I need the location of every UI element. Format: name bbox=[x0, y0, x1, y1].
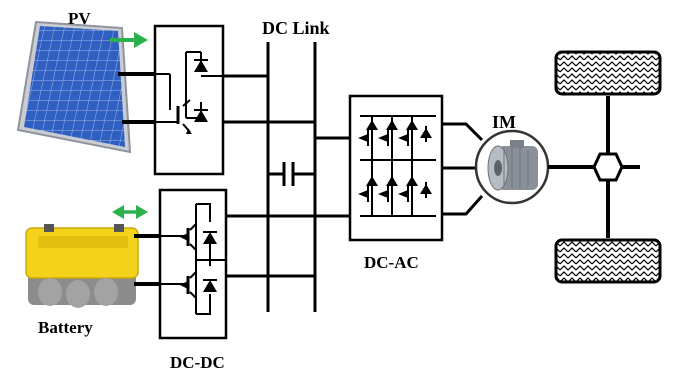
solar-panel-icon bbox=[16, 20, 132, 154]
inverter-motor-wires bbox=[442, 122, 484, 216]
dc-ac-inverter bbox=[348, 94, 444, 242]
dc-link-label: DC Link bbox=[262, 18, 330, 38]
dc-link-bus bbox=[223, 42, 350, 312]
tire-icon bbox=[554, 238, 662, 284]
battery-connection-wires bbox=[134, 234, 160, 286]
pv-dc-dc-converter bbox=[153, 24, 225, 176]
battery-dc-dc-converter bbox=[158, 188, 228, 340]
im-label: IM bbox=[492, 112, 516, 132]
dc-dc-label: DC-DC bbox=[170, 353, 225, 372]
induction-motor-icon bbox=[474, 129, 550, 205]
differential bbox=[592, 152, 624, 182]
capacitor-icon bbox=[268, 162, 315, 186]
battery-label: Battery bbox=[38, 318, 93, 337]
dc-ac-label: DC-AC bbox=[364, 253, 419, 272]
double-arrow-icon bbox=[112, 205, 148, 219]
battery-icon bbox=[25, 224, 139, 308]
drive-shaft bbox=[548, 96, 640, 238]
pv-label: PV bbox=[68, 9, 91, 28]
arrow-right-icon bbox=[110, 32, 148, 48]
tire-icon bbox=[554, 50, 662, 96]
pv-connection-wires bbox=[118, 72, 155, 124]
